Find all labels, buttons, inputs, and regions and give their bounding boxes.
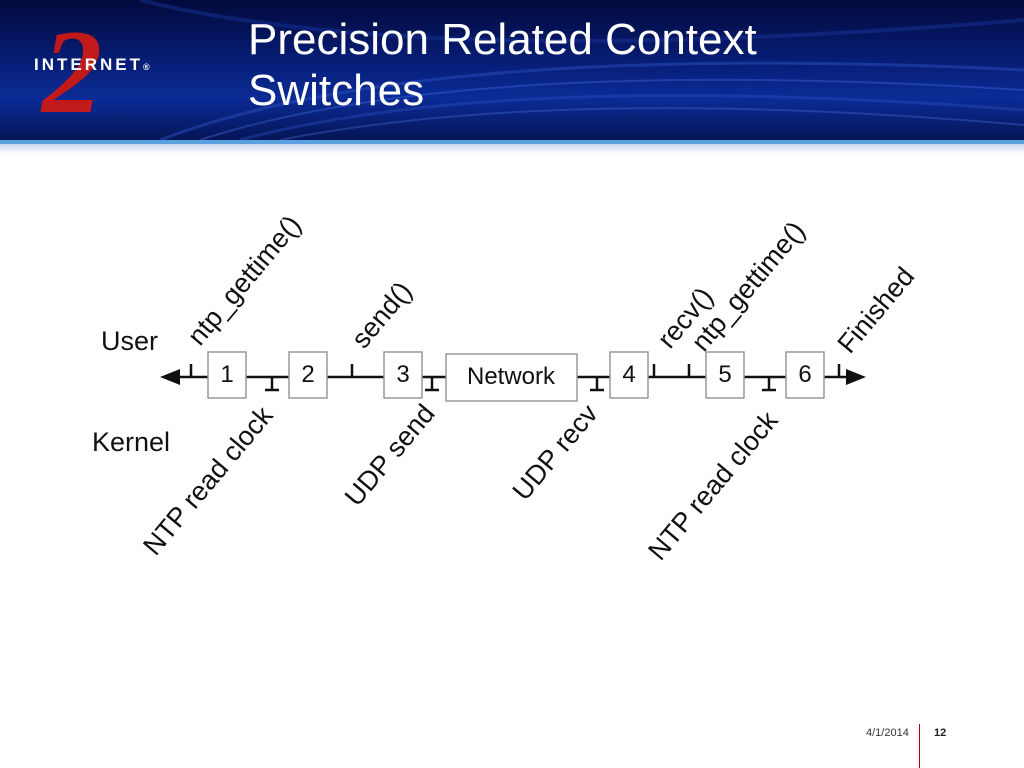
step-box-6: 6: [785, 351, 825, 399]
timeline-right-arrow: [846, 369, 866, 385]
step-box-1: 1: [207, 351, 247, 399]
kernel-event-label: UDP send: [339, 399, 441, 512]
step-box-4: 4: [609, 351, 649, 399]
step-box-label: 4: [622, 361, 635, 388]
user-ticks: [189, 364, 841, 377]
logo-numeral: 2: [40, 12, 102, 124]
kernel-event-label: NTP read clock: [642, 405, 784, 566]
footer-divider: [919, 724, 920, 768]
kernel-ticks: [265, 377, 776, 392]
step-box-5: 5: [705, 351, 745, 399]
footer-date: 4/1/2014: [866, 727, 909, 739]
logo-wordmark: INTERNET®: [34, 55, 150, 75]
title-line-1: Precision Related Context: [248, 15, 757, 64]
timeline-left-arrow: [160, 369, 180, 385]
user-event-label: send(): [346, 276, 418, 354]
step-box-label: 1: [220, 361, 233, 388]
logo-registered-mark: ®: [143, 62, 150, 72]
step-box-3: 3: [383, 351, 423, 399]
internet2-logo: 2 INTERNET®: [14, 5, 164, 138]
step-box-label: 5: [718, 361, 731, 388]
title-line-2: Switches: [248, 66, 425, 115]
user-event-label: ntp_gettime(): [686, 216, 811, 357]
user-event-label: ntp_gettime(): [182, 210, 307, 351]
user-event-label: Finished: [832, 261, 921, 358]
network-box: Network: [445, 353, 578, 402]
kernel-event-label: UDP recv: [507, 398, 604, 506]
step-box-label: 3: [396, 361, 409, 388]
header-divider: [0, 140, 1024, 144]
network-box-label: Network: [467, 363, 556, 390]
slide-title: Precision Related Context Switches: [248, 14, 988, 116]
header-background-streaks: [139, 0, 1024, 140]
logo-numeral-graphic: 2: [40, 5, 102, 138]
user-space-label: User: [101, 326, 158, 356]
step-box-2: 2: [288, 351, 328, 399]
context-switch-diagram: 1 2 3 Network 4 5 6 User Kernel ntp_gett…: [92, 210, 921, 566]
slide-number: 12: [934, 727, 947, 739]
header-divider-shadow: [0, 144, 1024, 154]
step-box-label: 2: [301, 361, 314, 388]
logo-word: INTERNET: [34, 55, 143, 74]
slide-header: 2 INTERNET® Precision Related Context Sw…: [0, 0, 1024, 140]
kernel-space-label: Kernel: [92, 427, 170, 457]
kernel-event-label: NTP read clock: [137, 400, 279, 561]
step-box-label: 6: [798, 361, 811, 388]
